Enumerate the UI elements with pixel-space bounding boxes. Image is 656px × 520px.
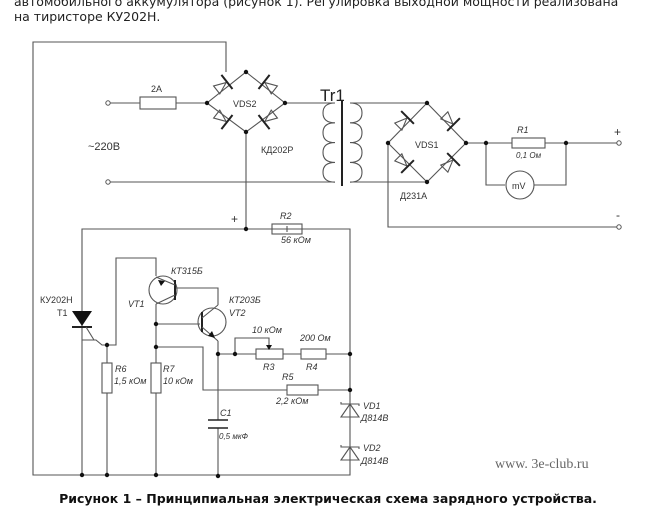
bridge-vds1: VDS1 Д231А bbox=[387, 102, 467, 201]
r7-value: 10 кОм bbox=[163, 376, 193, 386]
resistor-r1: R1 0,1 Ом bbox=[511, 125, 546, 160]
r6-value: 1,5 кОм bbox=[114, 376, 146, 386]
r3-value: 10 кОм bbox=[252, 325, 282, 335]
r5-ref: R5 bbox=[282, 372, 294, 382]
vd1-ref: VD1 bbox=[363, 401, 381, 411]
vt2-ref: VT2 bbox=[229, 308, 246, 318]
r1-ref: R1 bbox=[517, 125, 529, 135]
output-plus-label: + bbox=[614, 125, 621, 139]
resistor-r2: R2 56 кОм bbox=[271, 211, 311, 245]
r3-ref: R3 bbox=[263, 362, 275, 372]
transistor-vt2: КТ203Б VT2 bbox=[197, 295, 261, 342]
thyristor-t1: КУ202Н T1 bbox=[40, 295, 95, 341]
vds1-part: Д231А bbox=[400, 191, 427, 201]
vt1-part: КТ315Б bbox=[171, 266, 203, 276]
vt1-ref: VT1 bbox=[128, 299, 145, 309]
vds1-ref: VDS1 bbox=[415, 140, 439, 150]
terminals: + - bbox=[105, 100, 622, 230]
transformer-tr1: Tr1 bbox=[320, 86, 363, 186]
vds2-part: КД202Р bbox=[261, 145, 293, 155]
vd2-ref: VD2 bbox=[363, 443, 381, 453]
input-voltage-label: ~220В bbox=[88, 141, 120, 153]
vd1-part: Д814В bbox=[360, 413, 388, 423]
watermark: www. 3e-club.ru bbox=[495, 457, 589, 472]
r6-ref: R6 bbox=[115, 364, 127, 374]
r4-ref: R4 bbox=[306, 362, 318, 372]
r2-ref: R2 bbox=[280, 211, 292, 221]
meter-label: mV bbox=[512, 181, 526, 191]
t1-ref: T1 bbox=[57, 308, 68, 318]
r1-value: 0,1 Ом bbox=[516, 151, 542, 160]
vt2-part: КТ203Б bbox=[229, 295, 261, 305]
intro-line-2: на тиристоре КУ202Н. bbox=[14, 9, 161, 24]
vd2-part: Д814В bbox=[360, 456, 388, 466]
plus-marker: + bbox=[231, 212, 238, 226]
intro-paragraph: автомобильного аккумулятора (рисунок 1).… bbox=[14, 0, 654, 24]
c1-ref: C1 bbox=[220, 408, 232, 418]
transformer-label: Tr1 bbox=[320, 86, 345, 105]
output-plus-terminal bbox=[616, 140, 622, 146]
c1-value: 0,5 мкФ bbox=[219, 432, 249, 441]
output-minus-terminal bbox=[616, 224, 622, 230]
t1-part: КУ202Н bbox=[40, 295, 73, 305]
resistor-r7: R7 10 кОм bbox=[150, 362, 193, 394]
vds2-ref: VDS2 bbox=[233, 99, 257, 109]
r4-value: 200 Ом bbox=[299, 333, 331, 343]
r5-value: 2,2 кОм bbox=[275, 396, 308, 406]
capacitor-c1: C1 0,5 мкФ bbox=[208, 408, 249, 441]
resistor-r4: 200 Ом R4 bbox=[299, 333, 331, 372]
transistor-vt1: КТ315Б VT1 bbox=[128, 266, 203, 309]
potentiometer-r3: 10 кОм R3 bbox=[252, 325, 284, 372]
bridge-vds2: VDS2 КД202Р bbox=[206, 71, 293, 155]
resistor-r5: R5 2,2 кОм bbox=[275, 372, 319, 406]
r2-value: 56 кОм bbox=[281, 235, 311, 245]
wires bbox=[32, 41, 618, 476]
resistor-r6: R6 1,5 кОм bbox=[101, 362, 146, 394]
fuse: 2А bbox=[139, 84, 177, 110]
junction-dots bbox=[79, 69, 569, 479]
figure-caption: Рисунок 1 – Принципиальная электрическая… bbox=[59, 491, 597, 506]
fuse-label: 2А bbox=[151, 84, 162, 94]
output-minus-label: - bbox=[616, 208, 620, 222]
r7-ref: R7 bbox=[163, 364, 175, 374]
zener-vd2: VD2 Д814В bbox=[339, 443, 388, 466]
zener-vd1: VD1 Д814В bbox=[339, 401, 388, 423]
millivoltmeter: mV bbox=[505, 170, 535, 200]
intro-line-1: автомобильного аккумулятора (рисунок 1).… bbox=[14, 0, 619, 9]
